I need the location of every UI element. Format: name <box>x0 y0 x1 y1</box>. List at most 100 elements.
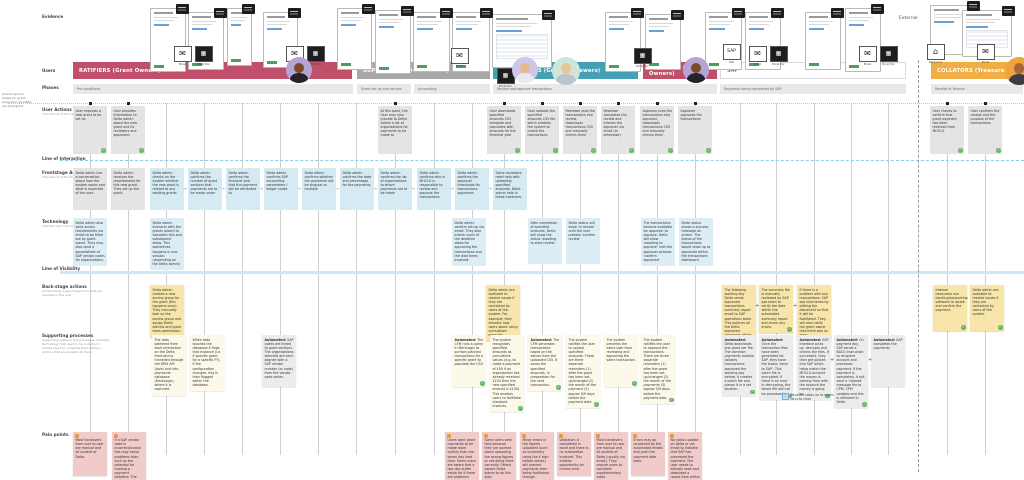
technology-note[interactable]: Delta admin confirm set-up via email. Th… <box>452 218 486 267</box>
supporting-process-note[interactable]: The system notifies the user to upload s… <box>566 335 600 408</box>
backstage-sticky-note[interactable]: Delta admin are available to resolve iss… <box>486 285 520 342</box>
phase-bar[interactable]: Pre-conditions <box>73 84 353 94</box>
technology-note[interactable]: Delta status will show 'in review' until… <box>566 218 600 264</box>
evidence-chip[interactable]: ▦Excel Doc <box>306 46 325 66</box>
frontstage-action-note[interactable]: Delta admin confirms the date and percen… <box>340 168 374 210</box>
phase-bar[interactable]: Receipt of finance <box>931 84 1023 94</box>
annotation-popup-badge[interactable] <box>967 1 980 11</box>
supporting-process-note[interactable]: When data touches the database it flags … <box>190 335 224 392</box>
evidence-chip[interactable]: ✉Email <box>748 46 767 66</box>
evidence-screenshot-card[interactable] <box>337 8 372 70</box>
supporting-process-note[interactable]: The data gathered from each interaction … <box>152 335 186 396</box>
technology-note[interactable]: Delta admin interacts with the grants wi… <box>150 218 184 271</box>
supporting-process-note[interactable]: Automated: Once the transaction files ha… <box>759 335 793 400</box>
user-action-note[interactable]: User requests a new grant to be set up✓ <box>73 106 107 154</box>
supporting-process-note[interactable]: Automated: On payment day, SAP sends a B… <box>834 335 868 408</box>
technology-note[interactable]: After completion of specified amounts, D… <box>528 218 562 264</box>
evidence-chip[interactable]: ✉Email <box>976 44 995 64</box>
frontstage-action-note[interactable]: Delta admin confirms the list of organis… <box>378 168 412 210</box>
supporting-process-note[interactable]: Automated: Delta downloads one grant per… <box>722 335 756 396</box>
backstage-sticky-note[interactable]: If there is a problem with any transacti… <box>797 285 831 342</box>
user-action-note[interactable]: Reviewer puts the transactions into revi… <box>563 106 597 154</box>
supporting-process-note[interactable]: Automated: The CFM runs a query in MarkL… <box>452 335 486 387</box>
frontstage-action-note[interactable]: Some reviewers need help with uploading … <box>493 168 527 210</box>
annotation-popup-badge[interactable] <box>631 8 644 18</box>
evidence-chip[interactable]: ⌂Bank Acct <box>926 44 945 64</box>
annotation-popup-badge[interactable] <box>542 10 555 20</box>
user-action-note[interactable]: Approver approves the transactions✓ <box>678 106 712 154</box>
evidence-screenshot-card[interactable] <box>605 12 641 72</box>
technology-note[interactable]: The transactions become available for ap… <box>641 218 675 267</box>
phase-bar[interactable]: Accounting <box>414 84 490 94</box>
phase-bar[interactable]: Payments being completed by SAP <box>720 84 906 94</box>
backstage-sticky-note[interactable]: Internal treasurers use banking/accounti… <box>933 285 968 331</box>
annotation-popup-badge[interactable] <box>671 10 684 20</box>
evidence-chip[interactable]: ▦Excel Doc <box>879 46 898 66</box>
annotation-popup-badge[interactable] <box>440 8 453 18</box>
supporting-process-note[interactable]: The system notifies the user to approve … <box>641 335 675 404</box>
pain-point-note[interactable]: !If a SAP vendor code is incorrect/inval… <box>112 432 146 480</box>
evidence-chip[interactable]: ✉Email <box>173 46 192 66</box>
frontstage-action-note[interactable]: Delta admin confirms the approval thresh… <box>455 168 489 210</box>
annotation-popup-badge[interactable] <box>480 8 493 18</box>
frontstage-action-note[interactable]: Delta admin confirms whether the payment… <box>302 168 336 210</box>
user-lane[interactable]: COLLATORS (Treasurers) <box>931 62 1023 79</box>
annotation-popup-badge[interactable] <box>732 8 745 18</box>
frontstage-action-note[interactable]: Delta admin checks on the system whether… <box>150 168 184 210</box>
evidence-chip[interactable]: ✉Email <box>450 48 469 68</box>
frontstage-action-note[interactable]: Delta admin confirms the financial year … <box>226 168 260 210</box>
supporting-process-note[interactable]: The system prevents the same user from r… <box>604 335 638 387</box>
backstage-sticky-note[interactable]: Delta admin are available to resolve iss… <box>970 285 1004 331</box>
annotation-popup-badge[interactable] <box>176 4 189 14</box>
pain-point-note[interactable]: !Minor errors in the figures uploaded (s… <box>520 432 554 480</box>
frontstage-action-note[interactable]: Delta admin confirms who in MHCLG is res… <box>417 168 451 210</box>
evidence-screenshot-card[interactable] <box>227 8 252 66</box>
pain-point-note[interactable]: !Some users seek help because they are w… <box>482 432 516 480</box>
annotation-popup-badge[interactable] <box>242 4 255 14</box>
annotation-popup-badge[interactable] <box>871 4 884 14</box>
user-action-note[interactable]: Approver puts the transactions into appr… <box>640 106 674 154</box>
technology-note[interactable]: Delta admin also send across requirement… <box>73 218 107 267</box>
evidence-chip[interactable]: ✉Email <box>858 46 877 66</box>
pain-point-note[interactable]: !Most handovers from user to user are ma… <box>594 432 628 480</box>
evidence-screenshot-card[interactable] <box>375 10 411 74</box>
user-action-note[interactable]: At this point, the User may also provide… <box>378 106 412 154</box>
supporting-process-note[interactable]: The system recognises specified amounts … <box>490 335 524 413</box>
supporting-process-note[interactable]: Automated: SAP codes are linked to grant… <box>262 335 296 387</box>
phase-bar[interactable]: Review and approve transactions <box>493 84 717 94</box>
supporting-process-note[interactable]: Automated: SAP completes the payments <box>871 335 905 387</box>
user-action-note[interactable]: User checks to confirm that grant paymen… <box>930 106 964 154</box>
user-action-note[interactable]: User downloads specified amounts CSV tem… <box>487 106 521 154</box>
backstage-sticky-note[interactable]: Delta admin creates a new access group f… <box>150 285 184 338</box>
evidence-chip[interactable]: ▦Excel Doc <box>194 46 213 66</box>
technology-note[interactable]: Delta status shows a success message on … <box>679 218 713 267</box>
evidence-screenshot-card[interactable] <box>805 12 841 70</box>
pain-point-note[interactable]: !Errors may go unnoticed by the automate… <box>631 432 665 476</box>
user-action-note[interactable]: Reviewer completes the review and inform… <box>601 106 635 154</box>
user-action-note[interactable]: User confirms the receipt and the purpos… <box>968 106 1002 154</box>
evidence-chip[interactable]: ▦Excel Doc <box>633 48 652 68</box>
user-action-note[interactable]: User provides information to Delta admin… <box>111 106 145 154</box>
frontstage-action-note[interactable]: Delta admin confirms SAP accounting para… <box>264 168 298 210</box>
supporting-process-note[interactable]: Automated: The CFM generates transaction… <box>528 335 562 392</box>
annotation-popup-badge[interactable] <box>771 8 784 18</box>
user-action-note[interactable]: User uploads the specified amounts CSV f… <box>525 106 559 154</box>
frontstage-action-note[interactable]: Delta admin has a conversation about how… <box>73 168 107 210</box>
annotation-popup-badge[interactable] <box>288 8 301 18</box>
phase-bar[interactable]: Grant set up and returns <box>357 84 411 94</box>
backstage-sticky-note[interactable]: The summary file is manually reviewed by… <box>759 285 793 334</box>
annotation-popup-badge[interactable] <box>1002 6 1015 16</box>
pain-point-note[interactable]: !No status update on Delta or via email … <box>668 432 702 480</box>
annotation-popup-badge[interactable] <box>831 8 844 18</box>
pain-point-note[interactable]: !Users want grant payments to be made mo… <box>445 432 479 480</box>
evidence-screenshot-card[interactable] <box>413 12 450 72</box>
frontstage-action-note[interactable]: Delta admin confirms the number of grant… <box>188 168 222 210</box>
evidence-screenshot-card[interactable] <box>705 12 742 70</box>
evidence-chip[interactable]: ▦Excel Doc <box>769 46 788 66</box>
frontstage-action-note[interactable]: Delta admin receives the requirements fo… <box>111 168 145 210</box>
pain-point-note[interactable]: !Most handovers from user to user are ma… <box>73 432 107 476</box>
annotation-popup-badge[interactable] <box>214 8 227 18</box>
annotation-popup-badge[interactable] <box>401 6 414 16</box>
